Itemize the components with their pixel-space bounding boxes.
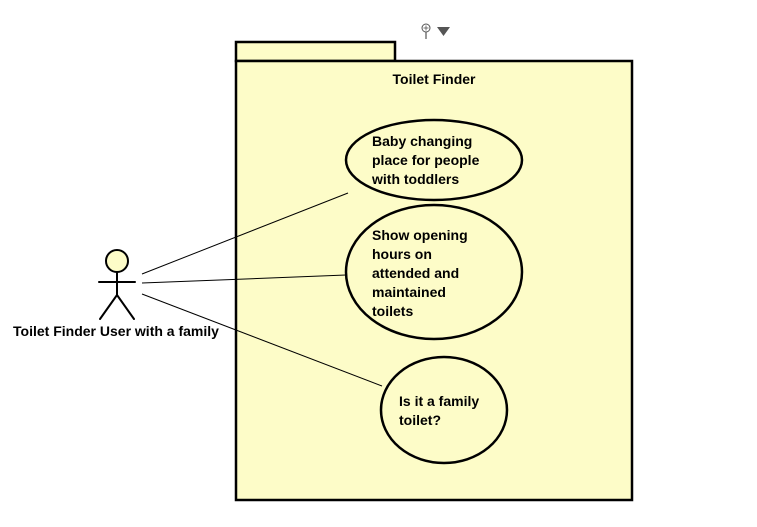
use-case-label: Show opening hours on attended and maint… (372, 227, 472, 319)
use-case-family-toilet[interactable]: Is it a family toilet? (379, 355, 509, 465)
pin-icon[interactable] (421, 23, 431, 39)
use-case-label: Baby changing place for people with todd… (371, 133, 483, 187)
actor-label: Toilet Finder User with a family (13, 323, 219, 339)
use-case-label: Is it a family toilet? (399, 393, 483, 428)
use-case-ellipse (379, 355, 509, 465)
association-line-2[interactable] (141, 274, 347, 284)
association-line-3[interactable] (141, 293, 383, 387)
package-tab (234, 40, 397, 63)
actor-head (105, 249, 129, 273)
use-case-opening-hours[interactable]: Show opening hours on attended and maint… (344, 203, 524, 341)
use-case-ellipse (344, 203, 524, 341)
actor-toilet-finder-user[interactable]: Toilet Finder User with a family (13, 249, 219, 339)
actor-left-leg (99, 294, 118, 320)
filter-icon[interactable] (437, 27, 450, 36)
use-case-baby-changing[interactable]: Baby changing place for people with todd… (344, 118, 524, 202)
use-case-ellipse (344, 118, 524, 202)
actor-right-leg (116, 294, 135, 320)
package-title: Toilet Finder (393, 71, 477, 87)
association-line-1[interactable] (141, 192, 349, 275)
